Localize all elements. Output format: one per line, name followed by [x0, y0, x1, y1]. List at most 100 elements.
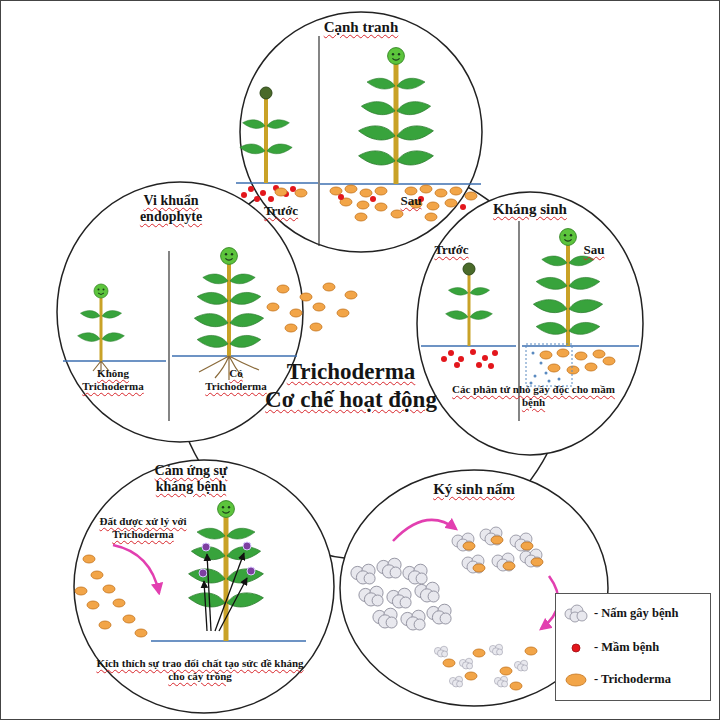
mycoparasitism-art	[465, 672, 477, 680]
legend-swatch-shape	[577, 611, 587, 621]
antibiosis-art	[470, 349, 476, 355]
antibiosis-art	[534, 375, 537, 378]
competition-art	[420, 185, 432, 193]
state-label: Sau	[391, 194, 431, 209]
induced-resistance-art	[199, 569, 207, 577]
center-spores	[290, 309, 302, 317]
antibiosis-art	[558, 378, 561, 381]
mycoparasitism-art	[510, 682, 522, 690]
legend-row: - Nấm gây bệnh	[562, 602, 708, 626]
antibiosis-art	[532, 352, 535, 355]
center-spores	[267, 303, 279, 311]
endophyte-art	[94, 284, 108, 298]
center-spores	[345, 291, 357, 299]
mechanism-ellipse: Kháng sinhTrướcSauCác phân tử nhỏ gây độ…	[416, 191, 644, 456]
induced-resistance-art	[99, 621, 111, 629]
antibiosis-art	[463, 263, 475, 275]
antibiosis-art	[454, 362, 460, 368]
competition-art	[236, 182, 318, 184]
induced-resistance-art	[202, 543, 210, 551]
competition-art	[445, 199, 457, 207]
mechanism-title: Vi khuẩn endophyte	[121, 193, 221, 225]
antibiosis-art	[468, 275, 471, 346]
induced-resistance-art	[218, 501, 235, 518]
antibiosis-art	[575, 352, 587, 360]
legend-row: - Mầm bệnh	[562, 636, 708, 660]
competition-art	[388, 48, 405, 65]
state-label: Trước	[251, 204, 311, 219]
center-title: Cơ chế hoạt động	[231, 387, 471, 413]
center-title: Trichoderma	[231, 359, 471, 385]
annotation-text: Kích thích sự trao đổi chất tạo sức đề k…	[95, 657, 305, 682]
competition-art	[320, 183, 481, 185]
antibiosis-art	[603, 357, 615, 365]
competition-art	[338, 194, 344, 200]
competition-art	[355, 213, 367, 221]
center-spores	[277, 285, 289, 293]
center-spores	[310, 323, 322, 331]
antibiosis-art	[557, 349, 569, 357]
competition-art	[295, 189, 307, 197]
center-spores	[313, 303, 325, 311]
center-spores	[285, 324, 297, 332]
mycoparasitism-art	[473, 649, 485, 657]
antibiosis-art	[441, 356, 447, 362]
antibiosis-art	[540, 362, 543, 365]
endophyte-art	[227, 264, 231, 356]
antibiosis-art	[567, 366, 579, 374]
competition-art	[360, 189, 372, 197]
competition-art	[264, 98, 268, 183]
induced-resistance-art	[113, 599, 125, 607]
competition-art	[330, 187, 342, 195]
mechanism-ellipse-outline	[417, 192, 643, 455]
competition-art	[275, 188, 287, 196]
antibiosis-art	[458, 356, 464, 362]
center-spores	[300, 293, 312, 301]
induced-resistance-art	[87, 601, 99, 609]
competition-art	[254, 196, 260, 202]
mycoparasitism-art	[521, 542, 533, 550]
antibiosis-art	[482, 355, 488, 361]
mycoparasitism-art	[531, 558, 543, 566]
annotation-text: Đất được xử lý với Trichoderma	[93, 515, 193, 540]
antibiosis-art	[585, 363, 597, 371]
mechanism-title: Kháng sinh	[416, 201, 644, 218]
mycoparasitism-art	[463, 542, 475, 550]
competition-art	[450, 187, 462, 195]
induced-resistance-art	[135, 629, 147, 637]
induced-resistance-art	[75, 587, 87, 595]
mycoparasitism-art	[443, 659, 455, 667]
antibiosis-art	[545, 372, 548, 375]
legend-swatch-shape	[566, 674, 586, 686]
competition-art	[260, 87, 272, 99]
legend-row: - Trichoderma	[562, 668, 708, 692]
competition-art	[248, 186, 254, 192]
antibiosis-art	[548, 380, 551, 383]
competition-art	[345, 185, 357, 193]
antibiosis-art	[593, 350, 605, 358]
competition-art	[465, 192, 477, 200]
antibiosis-art	[540, 351, 552, 359]
competition-art	[460, 204, 466, 210]
mechanism-title: Cảm ứng sự kháng bệnh	[141, 463, 241, 495]
legend-swatch	[562, 603, 590, 625]
induced-resistance-art	[103, 585, 115, 593]
antibiosis-art	[488, 363, 494, 369]
mycoparasitism-art	[473, 564, 485, 572]
center-spores	[337, 309, 349, 317]
competition-art	[318, 36, 319, 246]
mechanism-ellipse-outline	[240, 12, 482, 252]
mycoparasitism-art	[491, 536, 503, 544]
induced-resistance-art	[247, 567, 255, 575]
mechanism-ellipse-outline	[416, 191, 644, 456]
competition-art	[260, 190, 266, 196]
center-spores	[323, 283, 335, 291]
endophyte-art	[172, 355, 297, 357]
legend-label: - Nấm gây bệnh	[594, 606, 678, 621]
antibiosis-art	[560, 229, 577, 246]
antibiosis-art	[492, 350, 498, 356]
state-label: Không Trichoderma	[78, 367, 148, 392]
competition-art	[435, 189, 447, 197]
antibiosis-art	[548, 364, 560, 372]
